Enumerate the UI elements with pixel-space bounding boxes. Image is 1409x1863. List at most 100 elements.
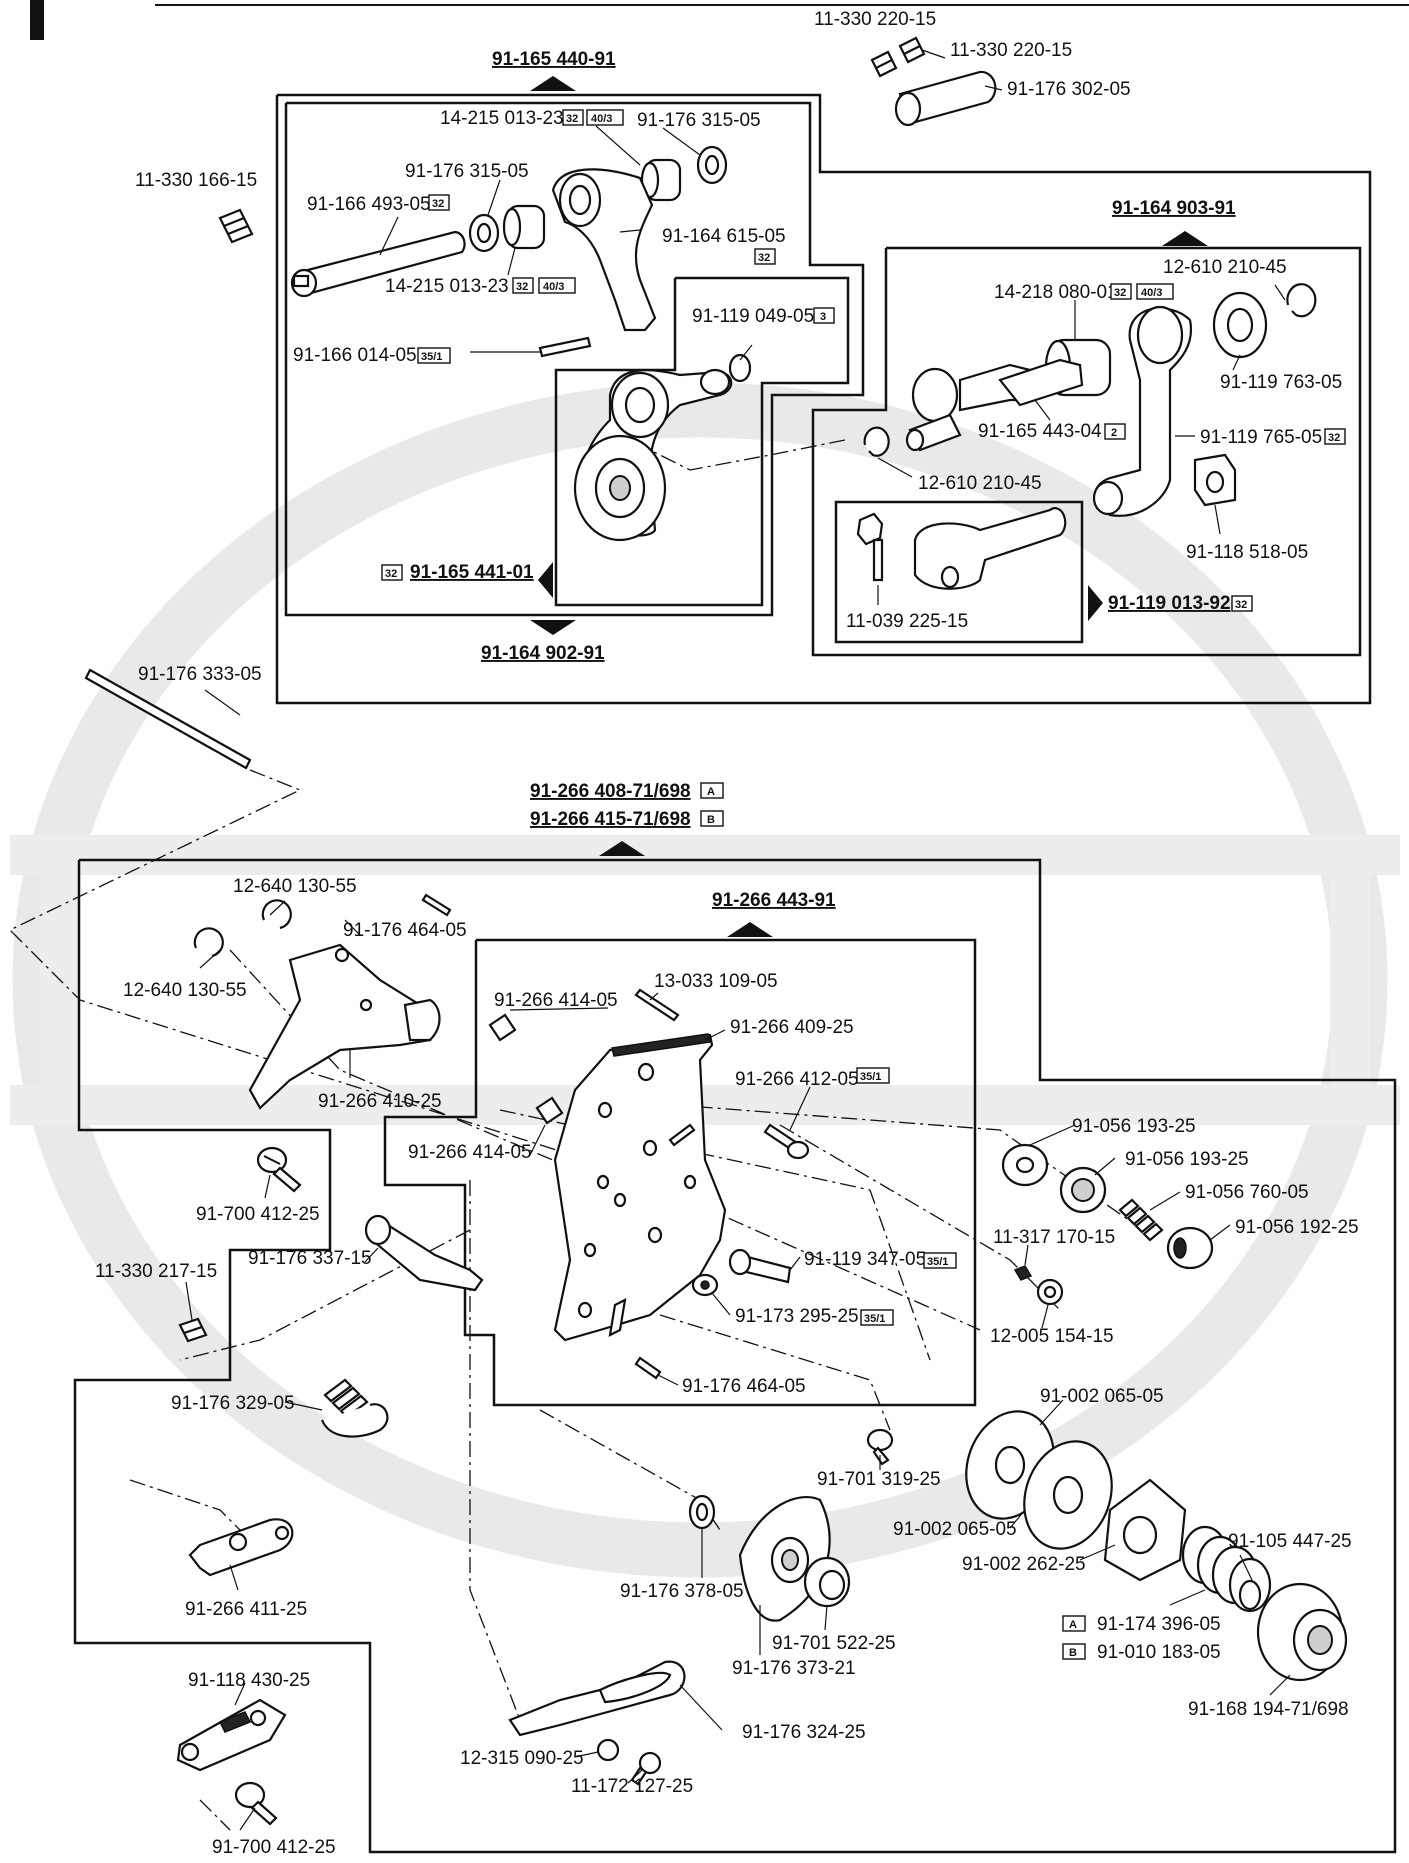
- pin-part: [634, 1356, 662, 1380]
- plate-part: [248, 943, 441, 1110]
- part-label: 91-119 049-05: [692, 306, 814, 327]
- badge-32: 32: [1231, 595, 1253, 612]
- pin-part: [634, 988, 680, 1022]
- svg-text:32: 32: [1328, 432, 1340, 444]
- badge-35-1: 35/1: [860, 1309, 894, 1326]
- assembly-label-a5: 91-119 013-92: [1108, 593, 1231, 614]
- badge-32: 32: [562, 109, 584, 126]
- badge-32: 32: [381, 564, 403, 581]
- frame-lower-outer: [73, 858, 1397, 1854]
- part-label: 91-002 065-05: [893, 1519, 1017, 1540]
- centerline-3: [229, 949, 601, 1181]
- svg-text:35/1: 35/1: [927, 1256, 948, 1268]
- part-label: 91-168 194-71/698: [1188, 1699, 1349, 1720]
- spring-part: [218, 208, 254, 244]
- part-label: 14-218 080-01: [994, 282, 1118, 303]
- part-label: 11-330 166-15: [135, 170, 257, 191]
- part-label: 11-172 127-25: [571, 1776, 693, 1797]
- part-label: 12-640 130-55: [233, 876, 357, 897]
- screw-part: [866, 1428, 894, 1466]
- part-label: 91-173 295-25: [735, 1306, 859, 1327]
- washer-part: [1015, 1156, 1035, 1174]
- collar-part: [1103, 1478, 1187, 1582]
- svg-text:3: 3: [820, 311, 826, 323]
- leader-lines: [185, 49, 1291, 1831]
- connecting-rod-part: [1092, 305, 1193, 517]
- bracket-part: [176, 1698, 287, 1772]
- part-label: 91-002 065-05: [1040, 1386, 1164, 1407]
- badge-40-3: 40/3: [1136, 283, 1174, 300]
- screw-part: [1013, 1265, 1033, 1281]
- centerline-8: [129, 1479, 241, 1531]
- crank-lever-part: [551, 168, 657, 332]
- spring-part: [320, 1378, 389, 1438]
- pin-part: [488, 1013, 517, 1042]
- e-clip-part: [261, 899, 292, 930]
- part-label: 91-266 414-05: [494, 990, 618, 1011]
- part-label: 91-700 412-25: [212, 1837, 336, 1858]
- part-label: 91-056 193-25: [1072, 1116, 1196, 1137]
- svg-text:B: B: [1069, 1647, 1077, 1659]
- part-label: 11-317 170-15: [993, 1227, 1115, 1248]
- part-label: 12-610 210-45: [918, 473, 1042, 494]
- badge-a: A: [700, 782, 724, 799]
- frame-91-266-443-91: [383, 938, 977, 1407]
- sleeve-part: [894, 70, 997, 127]
- triangle-up-a2: [1162, 231, 1208, 246]
- part-label: 91-176 302-05: [1007, 79, 1131, 100]
- part-label: 91-165 443-04: [978, 421, 1102, 442]
- circlip-part: [1286, 283, 1317, 318]
- svg-text:35/1: 35/1: [860, 1071, 881, 1083]
- part-label: 13-033 109-05: [654, 971, 778, 992]
- badge-40-3: 40/3: [538, 277, 576, 294]
- svg-text:32: 32: [1235, 599, 1247, 611]
- svg-text:32: 32: [758, 252, 770, 264]
- rod-part: [84, 668, 252, 770]
- svg-text:32: 32: [385, 568, 397, 580]
- washer-part: [596, 1738, 620, 1762]
- e-clip-part: [193, 927, 224, 958]
- svg-text:32: 32: [516, 281, 528, 293]
- part-label: 91-176 315-05: [405, 161, 529, 182]
- frame-outer-top: [275, 93, 1372, 705]
- circlip-part: [863, 426, 890, 457]
- part-label: 91-701 522-25: [772, 1633, 896, 1654]
- part-label: 91-164 615-05: [662, 226, 786, 247]
- frame-91-164-903-91: [811, 246, 1362, 657]
- shaft-part: [364, 1214, 484, 1292]
- nut-part: [1043, 1285, 1057, 1299]
- screw-part: [763, 1123, 810, 1160]
- block-part: [1193, 453, 1237, 507]
- triangle-down-a3: [530, 620, 576, 635]
- part-label: 91-701 319-25: [817, 1469, 941, 1490]
- part-label: 91-174 396-05: [1097, 1614, 1221, 1635]
- badge-32: 32: [512, 277, 534, 294]
- centerline-11: [659, 1314, 891, 1431]
- svg-text:B: B: [707, 814, 715, 826]
- nut-part: [700, 1280, 710, 1290]
- part-label: 91-176 333-05: [138, 664, 262, 685]
- part-label: 91-176 329-05: [171, 1393, 295, 1414]
- assembly-label-a3: 91-164 902-91: [481, 643, 605, 664]
- badge-35-1: 35/1: [923, 1252, 957, 1269]
- part-labels: 11-330 220-15 11-330 220-15 91-176 302-0…: [95, 9, 1359, 1858]
- assembly-label-a7: 91-266 415-71/698: [530, 809, 691, 830]
- svg-text:40/3: 40/3: [543, 281, 564, 293]
- part-label: 11-330 217-15: [95, 1261, 217, 1282]
- tension-disc-part: [1023, 1440, 1113, 1550]
- washer-part: [1226, 307, 1254, 343]
- spring-part: [1118, 1198, 1164, 1242]
- assembly-label-a4: 91-165 441-01: [410, 562, 534, 583]
- eccentric-shaft-part: [905, 358, 1084, 452]
- part-label: 91-166 493-05: [307, 194, 431, 215]
- frame-91-119-013-92: [834, 500, 1084, 644]
- link-part: [508, 1660, 686, 1737]
- centerline-7: [179, 1229, 471, 1361]
- shaft-part: [290, 230, 466, 298]
- bearing-part: [502, 204, 546, 250]
- pin-part: [421, 893, 452, 917]
- part-label: 91-176 337-15: [248, 1248, 372, 1269]
- part-label: 11-039 225-15: [846, 611, 968, 632]
- centerline-12: [199, 1799, 231, 1831]
